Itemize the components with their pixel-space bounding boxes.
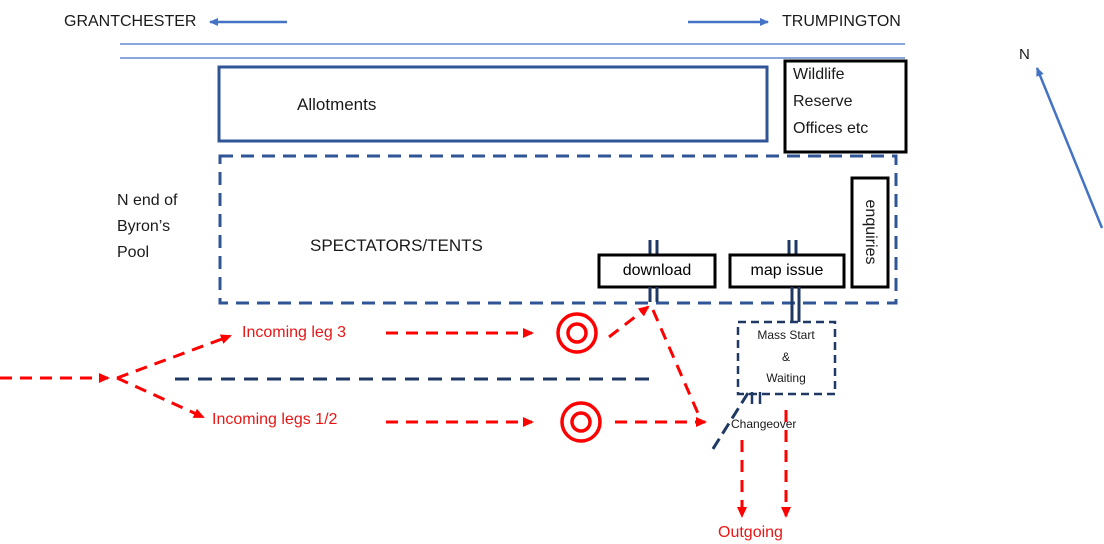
control-circle-legs12 xyxy=(560,401,602,443)
mass-start-box xyxy=(736,320,837,396)
mass-start-line-3: Waiting xyxy=(766,371,806,385)
enquiries-label: enquiries xyxy=(862,199,879,265)
spectators-area xyxy=(218,154,898,305)
leg3-to-download xyxy=(608,305,650,339)
trumpington-label: TRUMPINGTON xyxy=(782,13,901,30)
changeover-label: Changeover xyxy=(731,417,797,431)
map-issue-box xyxy=(728,253,846,289)
changeover-line xyxy=(709,392,750,453)
allotments-box xyxy=(217,65,769,143)
byrons-pool-line-3: Pool xyxy=(117,244,150,261)
download-to-changeover xyxy=(651,309,702,419)
spectators-label: SPECTATORS/TENTS xyxy=(310,236,483,255)
mass-start-line-1: Mass Start xyxy=(757,328,815,342)
mass-start-line-2: & xyxy=(781,350,791,364)
outgoing-label: Outgoing xyxy=(718,524,783,541)
incoming-leg3-label: Incoming leg 3 xyxy=(242,324,347,341)
enquiries-box xyxy=(850,176,890,289)
wildlife-reserve-line-3: Offices etc xyxy=(793,120,869,137)
map-issue-label: map issue xyxy=(750,262,824,279)
north-arrow xyxy=(1035,67,1104,229)
incoming-legs12-branch xyxy=(116,376,205,419)
grantchester-label: GRANTCHESTER xyxy=(64,13,197,30)
download-label: download xyxy=(622,262,692,279)
incoming-legs12-label: Incoming legs 1/2 xyxy=(212,411,338,428)
download-box xyxy=(597,253,717,289)
control-circle-leg3 xyxy=(556,312,598,354)
byrons-pool-line-1: N end of xyxy=(117,192,178,209)
byrons-pool-line-2: Byron’s xyxy=(117,218,171,235)
allotments-label: Allotments xyxy=(297,95,377,114)
wildlife-reserve-line-1: Wildlife xyxy=(793,66,845,83)
wildlife-reserve-box xyxy=(783,59,908,154)
wildlife-reserve-line-2: Reserve xyxy=(793,93,853,110)
north-label: N xyxy=(1019,46,1030,63)
incoming-leg3-branch xyxy=(116,334,232,380)
